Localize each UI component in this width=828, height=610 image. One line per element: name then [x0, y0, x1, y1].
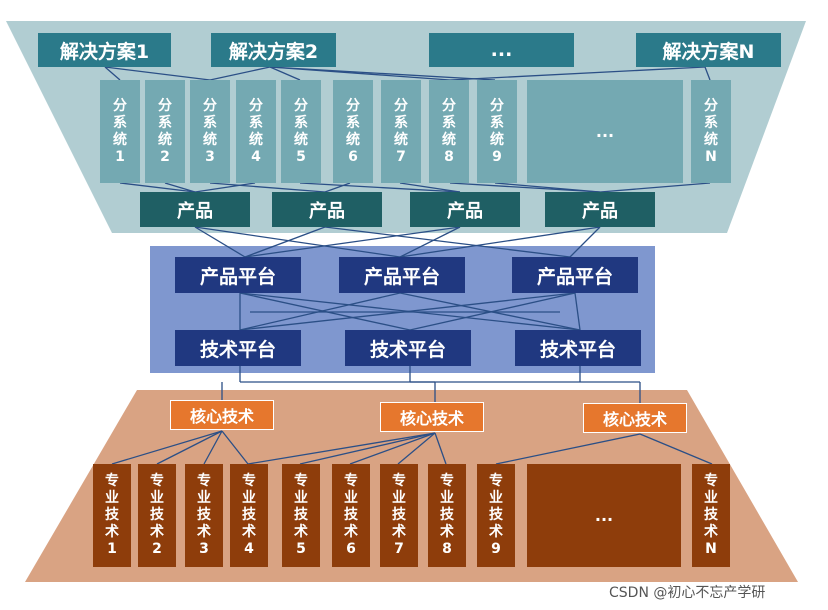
special-tech-n: 专 业 技 术 N: [692, 464, 730, 567]
special-tech-ellipsis: ...: [527, 464, 681, 567]
subsystem-9: 分 系 统 9: [477, 80, 517, 183]
product-platform-3: 产品平台: [512, 257, 638, 293]
special-tech-8: 专 业 技 术 8: [428, 464, 466, 567]
subsystem-7: 分 系 统 7: [381, 80, 421, 183]
subsystem-6: 分 系 统 6: [333, 80, 373, 183]
special-tech-7: 专 业 技 术 7: [380, 464, 418, 567]
subsystem-8: 分 系 统 8: [429, 80, 469, 183]
subsystem-5: 分 系 统 5: [281, 80, 321, 183]
product-1: 产品: [140, 192, 250, 227]
product-3: 产品: [410, 192, 520, 227]
special-tech-5: 专 业 技 术 5: [282, 464, 320, 567]
product-platform-1: 产品平台: [175, 257, 301, 293]
product-4: 产品: [545, 192, 655, 227]
tech-platform-3: 技术平台: [515, 330, 641, 366]
special-tech-2: 专 业 技 术 2: [138, 464, 176, 567]
solution-n: 解决方案N: [636, 33, 781, 67]
solution-2: 解决方案2: [211, 33, 336, 67]
subsystem-1: 分 系 统 1: [100, 80, 140, 183]
special-tech-6: 专 业 技 术 6: [332, 464, 370, 567]
special-tech-1: 专 业 技 术 1: [93, 464, 131, 567]
subsystem-2: 分 系 统 2: [145, 80, 185, 183]
tech-platform-2: 技术平台: [345, 330, 471, 366]
special-tech-9: 专 业 技 术 9: [477, 464, 515, 567]
subsystem-n: 分 系 统 N: [691, 80, 731, 183]
subsystem-3: 分 系 统 3: [190, 80, 230, 183]
subsystem-4: 分 系 统 4: [236, 80, 276, 183]
core-tech-3: 核心技术: [583, 403, 687, 433]
watermark: CSDN @初心不忘产学研: [609, 585, 766, 601]
solution-connectors: [104, 66, 713, 465]
special-tech-4: 专 业 技 术 4: [230, 464, 268, 567]
core-tech-2: 核心技术: [380, 402, 484, 432]
solution-1: 解决方案1: [38, 33, 171, 67]
subsystem-ellipsis: ...: [527, 80, 683, 183]
special-tech-3: 专 业 技 术 3: [185, 464, 223, 567]
solution-ellipsis: ...: [429, 33, 574, 67]
core-tech-1: 核心技术: [170, 400, 274, 430]
product-platform-2: 产品平台: [339, 257, 465, 293]
tech-platform-1: 技术平台: [175, 330, 301, 366]
product-2: 产品: [272, 192, 382, 227]
